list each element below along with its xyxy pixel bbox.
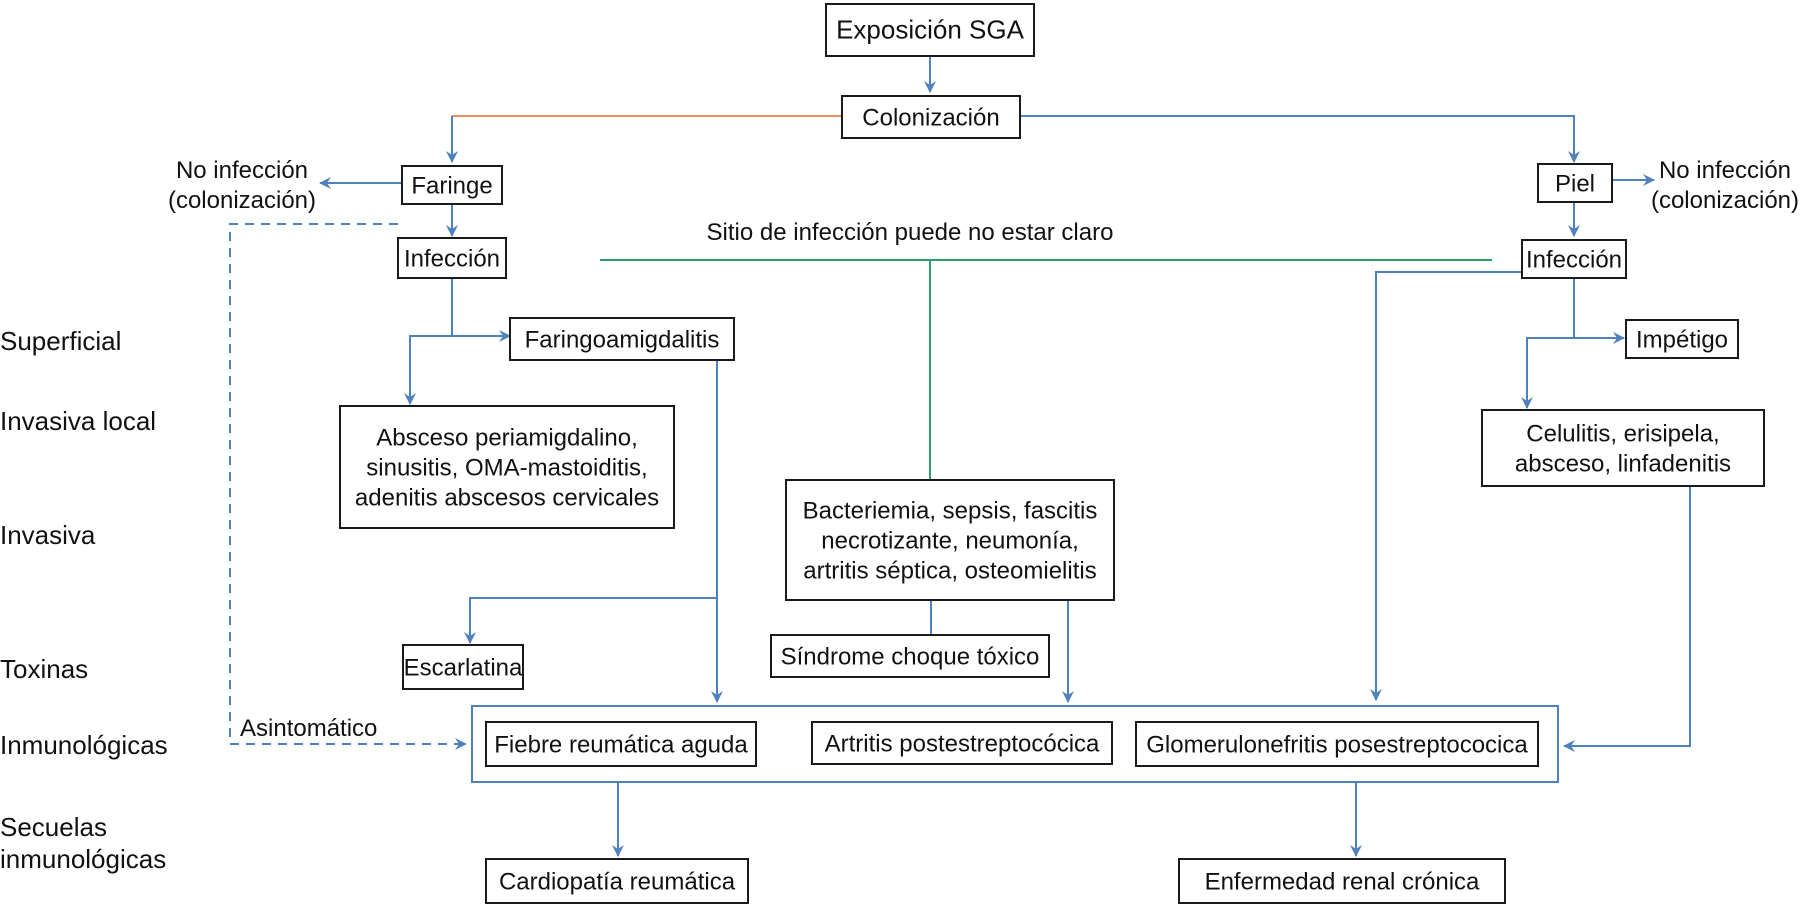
asintomatico-label: Asintomático <box>240 715 377 742</box>
node-box <box>402 644 524 690</box>
edge-asintomatico <box>229 223 467 750</box>
row-label-toxinas: Toxinas <box>0 654 88 684</box>
node-renal: Enfermedad renal crónica <box>1178 858 1506 904</box>
node-absceso: Absceso periamigdalino, sinusitis, OMA-ma… <box>339 405 675 529</box>
node-infeccion-faringe: Infección <box>397 237 507 279</box>
node-box <box>770 634 1050 678</box>
node-label: Cardiopatía reumática <box>499 868 736 895</box>
node-label: Exposición SGA <box>836 14 1025 44</box>
edge-celulitis-inmunologicas <box>1563 486 1691 752</box>
node-box <box>825 3 1035 57</box>
node-infeccion-piel: Infección <box>1521 239 1627 279</box>
row-label-invasiva: Invasiva <box>0 520 96 550</box>
node-piel: Piel <box>1537 163 1613 203</box>
row-label-superficial: Superficial <box>0 326 121 356</box>
node-label: sinusitis, OMA-mastoiditis, <box>366 454 647 481</box>
node-box <box>1481 409 1765 487</box>
node-faringoamigdalitis: Faringoamigdalitis <box>509 317 735 361</box>
node-artritis-post: Artritis postestreptocócica <box>811 721 1113 765</box>
node-choque-toxico: Síndrome choque tóxico <box>770 634 1050 678</box>
node-celulitis: Celulitis, erisipela, absceso, linfadenit… <box>1481 409 1765 487</box>
node-label: Bacteriemia, sepsis, fascitis <box>803 497 1098 524</box>
node-label: Celulitis, erisipela, <box>1526 420 1719 447</box>
edge-infeccion-celulitis <box>1521 337 1574 409</box>
edge-infeccion-impetigo <box>1573 272 1625 344</box>
node-box <box>485 858 749 904</box>
node-cardiopatia: Cardiopatía reumática <box>485 858 749 904</box>
node-label: necrotizante, neumonía, <box>821 527 1079 554</box>
row-label-invasiva-local: Invasiva local <box>0 406 156 436</box>
node-label: Glomerulonefritis posestreptococica <box>1146 731 1528 758</box>
no-infeccion-right: No infección <box>1659 157 1791 184</box>
inmunologicas-group <box>471 705 1559 783</box>
node-box <box>1625 319 1739 359</box>
node-label: adenitis abscesos cervicales <box>355 484 659 511</box>
node-faringe: Faringe <box>401 165 503 205</box>
node-box <box>397 237 507 279</box>
node-box <box>785 479 1115 601</box>
node-label: Escarlatina <box>404 654 523 681</box>
sitio-infeccion-label: Sitio de infección puede no estar claro <box>707 219 1114 246</box>
node-label: Impétigo <box>1636 326 1728 353</box>
node-box <box>1135 721 1539 767</box>
node-bacteriemia: Bacteriemia, sepsis, fascitis necrotizant… <box>785 479 1115 601</box>
node-box <box>811 721 1113 765</box>
node-label: Síndrome choque tóxico <box>781 643 1040 670</box>
node-exposicion: Exposición SGA <box>825 3 1035 57</box>
node-box <box>1537 163 1613 203</box>
annotations: No infección (colonización) No infección… <box>168 157 1799 742</box>
node-fiebre-reumatica: Fiebre reumática aguda <box>485 721 757 767</box>
node-label: Infección <box>404 245 500 272</box>
row-labels: Superficial Invasiva local Invasiva Toxi… <box>0 326 168 874</box>
edge-faringoamigdalitis-escarlatina <box>464 597 717 644</box>
node-colonizacion: Colonización <box>841 95 1021 139</box>
node-impetigo: Impétigo <box>1625 319 1739 359</box>
row-label-secuelas: Secuelas <box>0 812 107 842</box>
node-glomerulonefritis: Glomerulonefritis posestreptococica <box>1135 721 1539 767</box>
node-box <box>509 317 735 361</box>
edge-infeccion-absceso <box>404 335 452 405</box>
node-label: Faringe <box>411 172 492 199</box>
colonizacion-left: (colonización) <box>168 187 316 214</box>
edge-colonizacion-piel <box>1020 115 1580 163</box>
node-label: absceso, linfadenitis <box>1515 450 1731 477</box>
node-box <box>1178 858 1506 904</box>
node-box <box>485 721 757 767</box>
node-label: Colonización <box>862 104 999 131</box>
node-label: Faringoamigdalitis <box>525 326 720 353</box>
edge-infeccion-faringoamigdalitis <box>451 277 511 342</box>
row-label-inmunologicas: Inmunológicas <box>0 730 168 760</box>
node-escarlatina: Escarlatina <box>402 644 524 690</box>
node-label: Piel <box>1555 170 1595 197</box>
node-box <box>339 405 675 529</box>
no-infeccion-left: No infección <box>176 157 308 184</box>
node-label: Enfermedad renal crónica <box>1205 868 1480 895</box>
row-label-secuelas-inmunologicas: inmunológicas <box>0 844 166 874</box>
node-label: Fiebre reumática aguda <box>494 731 748 758</box>
node-box <box>1521 239 1627 279</box>
node-label: artritis séptica, osteomielitis <box>803 557 1096 584</box>
node-label: Artritis postestreptocócica <box>825 730 1100 757</box>
node-label: Absceso periamigdalino, <box>376 424 637 451</box>
colonizacion-right: (colonización) <box>1651 187 1799 214</box>
node-box <box>401 165 503 205</box>
node-label: Infección <box>1526 246 1622 273</box>
node-box <box>841 95 1021 139</box>
